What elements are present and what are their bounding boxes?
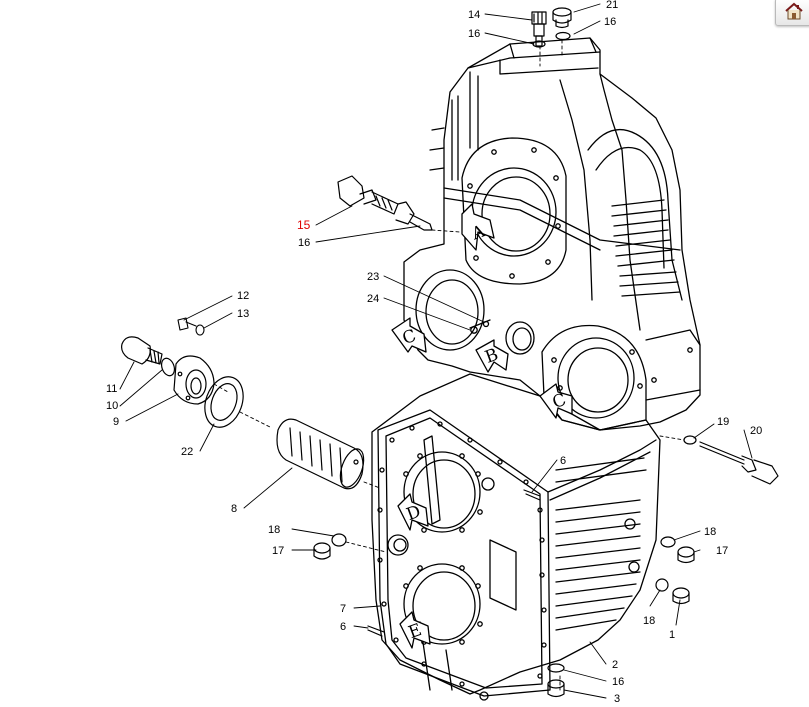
part-11-plug bbox=[121, 336, 163, 365]
section-arrow-a bbox=[461, 203, 495, 251]
part-21-plug bbox=[552, 7, 572, 29]
callout-12[interactable]: 12 bbox=[237, 290, 249, 302]
upper-housing bbox=[403, 37, 701, 431]
callout-11[interactable]: 11 bbox=[106, 383, 117, 395]
section-arrow-c-right bbox=[539, 383, 573, 419]
part-20-dipstick bbox=[699, 441, 779, 485]
callout-13[interactable]: 13 bbox=[237, 308, 249, 320]
home-button[interactable] bbox=[775, 0, 809, 26]
part-22-gasket bbox=[204, 376, 244, 428]
callout-6-lower[interactable]: 6 bbox=[340, 621, 346, 633]
section-arrows bbox=[391, 203, 573, 649]
part-18-washer-left bbox=[331, 533, 347, 547]
section-arrow-e bbox=[399, 611, 431, 649]
home-icon bbox=[785, 2, 803, 20]
callout-16-plug[interactable]: 16 bbox=[298, 237, 310, 249]
callout-15[interactable]: 15 bbox=[297, 218, 311, 232]
callout-16-top-left[interactable]: 16 bbox=[468, 28, 480, 40]
part-14-breather bbox=[531, 11, 547, 47]
callout-19[interactable]: 19 bbox=[717, 416, 729, 428]
part-17-plug-left bbox=[313, 542, 331, 560]
callout-24[interactable]: 24 bbox=[367, 293, 379, 305]
part-18-washer-lower bbox=[655, 578, 669, 592]
part-17-plug-right bbox=[677, 546, 695, 564]
callout-14[interactable]: 14 bbox=[468, 9, 480, 21]
callout-1[interactable]: 1 bbox=[669, 629, 675, 641]
section-arrow-c-left bbox=[391, 317, 427, 353]
part-18-washer-right bbox=[660, 536, 676, 548]
callout-17-left[interactable]: 17 bbox=[272, 545, 284, 557]
part-8-filter bbox=[276, 418, 365, 490]
section-label-d: D bbox=[404, 502, 424, 525]
section-label-c-left: C bbox=[400, 326, 419, 349]
part-3-drain-plug bbox=[547, 679, 565, 698]
part-6-dowel-upper bbox=[523, 489, 541, 501]
callout-6-upper[interactable]: 6 bbox=[560, 455, 566, 467]
part-10-oring bbox=[160, 357, 176, 377]
part-6-dowel-lower bbox=[367, 625, 385, 637]
callout-3[interactable]: 3 bbox=[614, 693, 620, 705]
callout-16-bottom[interactable]: 16 bbox=[612, 676, 624, 688]
flange-a bbox=[461, 137, 567, 285]
callout-9[interactable]: 9 bbox=[113, 416, 119, 428]
callout-2[interactable]: 2 bbox=[612, 659, 618, 671]
leader-lines bbox=[119, 3, 753, 699]
callout-23[interactable]: 23 bbox=[367, 271, 379, 283]
callout-10[interactable]: 10 bbox=[106, 400, 118, 412]
callout-18-lower[interactable]: 18 bbox=[643, 615, 655, 627]
callout-18-left[interactable]: 18 bbox=[268, 524, 280, 536]
callout-8[interactable]: 8 bbox=[231, 503, 237, 515]
callout-21[interactable]: 21 bbox=[606, 0, 618, 11]
part-1-plug bbox=[672, 587, 690, 605]
part-16-washer-bottom bbox=[547, 663, 565, 673]
callout-labels: 14 21 16 16 15 16 23 24 12 13 11 10 9 22… bbox=[106, 0, 762, 705]
callout-18-right[interactable]: 18 bbox=[704, 526, 716, 538]
callout-20[interactable]: 20 bbox=[750, 425, 762, 437]
part-19-washer bbox=[683, 435, 697, 445]
part-15-plug bbox=[337, 175, 433, 231]
section-arrow-b bbox=[475, 339, 509, 373]
flange-c-right bbox=[541, 324, 701, 431]
callout-22[interactable]: 22 bbox=[181, 446, 193, 458]
section-label-c-right: C bbox=[550, 390, 569, 413]
part-16-washer-top-right bbox=[555, 31, 571, 41]
part-12-bolt bbox=[177, 317, 205, 336]
section-arrow-labels: A C B C D E bbox=[400, 221, 569, 643]
assembly-dash-lines bbox=[213, 39, 685, 691]
flange-c-left bbox=[415, 269, 535, 355]
part-9-cover bbox=[173, 355, 215, 405]
callout-16-top-right[interactable]: 16 bbox=[604, 16, 616, 28]
section-arrow-d bbox=[397, 493, 429, 531]
callout-17-right[interactable]: 17 bbox=[716, 545, 728, 557]
callout-7[interactable]: 7 bbox=[340, 603, 346, 615]
lower-housing bbox=[371, 373, 661, 701]
